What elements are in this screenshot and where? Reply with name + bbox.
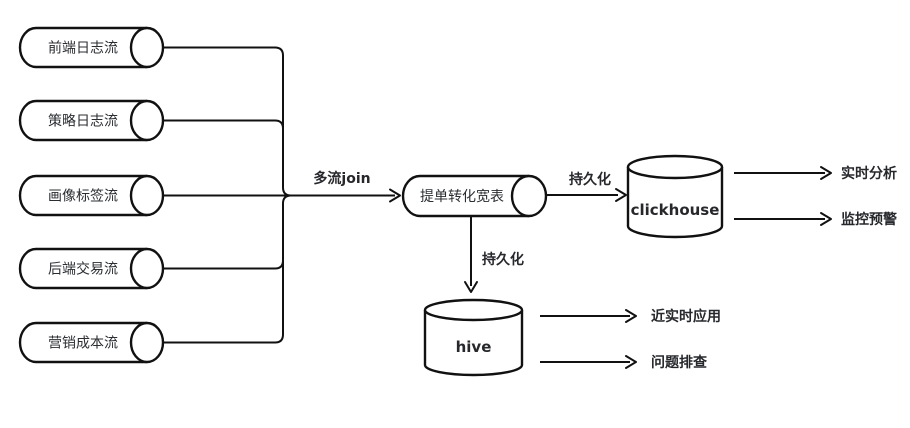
database-top-icon [626,154,724,180]
node-label: 营销成本流 [48,336,118,352]
persist-hive-label: 持久化 [482,251,524,268]
node-hive: hive [423,298,524,377]
cylinder-end-icon [510,174,548,218]
edge-issue-investigation: 问题排查 [540,354,708,371]
node-label: 策略日志流 [48,113,118,130]
node-label: clickhouse [631,201,720,219]
cylinder-end-icon [129,321,165,364]
node-backend-trade-stream: 后端交易流 [18,247,165,290]
node-frontend-log-stream: 前端日志流 [18,26,165,69]
cylinder-end-icon [129,174,165,217]
node-label: hive [456,338,492,356]
cylinder-end-icon [129,26,165,69]
database-top-icon [423,298,524,322]
realtime-analysis-label: 实时分析 [841,165,897,182]
node-marketing-cost-stream: 营销成本流 [18,321,165,364]
node-label: 画像标签流 [48,188,118,205]
node-label: 前端日志流 [48,40,118,57]
edge-persist-clickhouse: 持久化 [546,171,627,202]
arrow-head-icon [625,309,637,323]
persist-clickhouse-label: 持久化 [569,171,611,188]
multi-join-arrow: 多流join [313,170,401,203]
node-wide-table: 提单转化宽表 [401,174,548,218]
edge-near-realtime-app: 近实时应用 [540,308,721,325]
arrow-head-icon [615,188,627,202]
multi-join-label: 多流join [313,170,370,187]
edge-strategy-to-join [163,119,284,129]
edge-marketing-to-join [163,194,292,344]
cylinder-end-icon [129,247,165,290]
arrow-head-icon [464,281,478,293]
edge-backend-to-join [163,260,284,270]
issue-investigation-label: 问题排查 [651,354,708,371]
edge-realtime-analysis: 实时分析 [734,165,897,182]
node-strategy-log-stream: 策略日志流 [18,99,165,142]
arrow-head-icon [820,166,832,180]
node-label: 提单转化宽表 [420,188,504,205]
near-realtime-app-label: 近实时应用 [651,308,721,325]
arrow-head-icon [625,355,637,369]
edge-persist-hive: 持久化 [464,216,524,293]
node-label: 后端交易流 [48,261,118,278]
edge-monitor-alert: 监控预警 [734,211,897,228]
node-clickhouse: clickhouse [626,154,724,239]
node-profile-tag-stream: 画像标签流 [18,174,165,217]
arrow-head-icon [820,212,832,226]
arrow-head-icon [389,188,401,203]
cylinder-end-icon [129,99,165,142]
monitor-alert-label: 监控预警 [841,211,897,228]
